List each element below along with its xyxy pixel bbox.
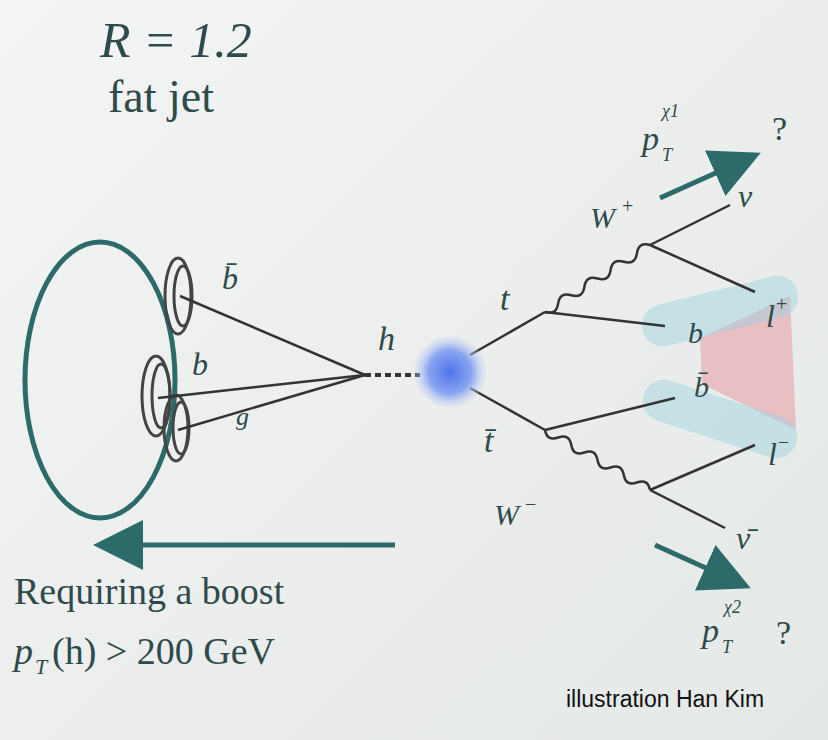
lepton-label: l [768,438,777,470]
fat-jet-ellipse [25,242,175,518]
momentum-superscript: χ2 [724,598,741,616]
momentum-subscript: T [662,146,672,164]
momentum-subscript: T [722,638,732,656]
lepton-label: l [766,300,775,332]
boson-label: W [590,203,615,233]
momentum-symbol: p [14,632,33,670]
charge-sign: + [776,294,787,314]
neutrino-label: ν̄ [736,522,750,554]
boost-note: Requiring a boost [14,572,284,610]
top-label: t [500,282,509,316]
gluon-label: g [236,404,249,430]
momentum-symbol: p [702,614,719,648]
top-label: t̄ [484,424,493,458]
momentum-subscript: T [35,656,47,678]
quark-label: b̄ [694,372,709,402]
quark-label: b̄ [222,262,238,294]
jet-caption: fat jet [108,74,214,120]
credit-note: illustration Han Kim [566,688,764,711]
vertex-blob [414,336,486,408]
blue-band [637,374,802,463]
arrows [118,163,738,578]
quark-label: b [688,318,703,348]
quark-label: b [192,348,208,380]
charge-sign: − [778,432,789,452]
higgs-label: h [378,322,395,356]
charge-sign: − [525,494,536,514]
particle-lines [158,205,755,528]
jet-radius: R = 1.2 [100,15,252,65]
unknown-mark: ? [776,616,791,650]
neutrino-label: ν [738,180,752,212]
momentum-symbol: p [642,122,659,156]
boost-note: (h) > 200 GeV [52,632,275,670]
unknown-mark: ? [772,112,787,146]
charge-sign: + [622,196,633,216]
subjets [142,258,192,461]
boson-label: W [494,500,519,530]
momentum-superscript: χ1 [662,102,679,120]
blue-band [637,271,802,350]
